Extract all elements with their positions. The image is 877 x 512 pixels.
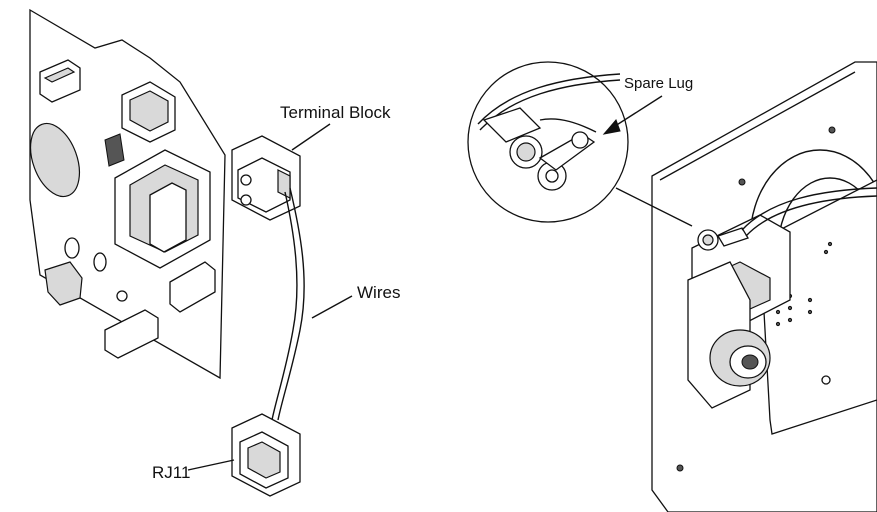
board-transformer [114,149,211,269]
panel-assembly [651,61,877,512]
leader-terminal-block [291,123,331,151]
rj11-jack [231,413,301,497]
terminal-screw [240,194,252,206]
magnified-callout [467,61,693,227]
terminal-block [231,135,301,221]
label-terminal-block: Terminal Block [280,103,391,122]
board-mounting-hole [29,122,81,198]
leader-wires [311,295,353,319]
label-spare-lug: Spare Lug [624,75,693,92]
wires [271,187,305,421]
board-top-connector [39,59,81,103]
leader-spare-lug [611,95,663,129]
terminal-screw [240,174,252,186]
lug-assembly [697,187,877,251]
leader-arrowhead [602,119,621,135]
leader-rj11 [187,459,235,471]
board-relay [121,81,176,143]
label-wires: Wires [357,283,400,302]
label-rj11: RJ11 [152,463,190,482]
circuit-board [29,8,226,380]
